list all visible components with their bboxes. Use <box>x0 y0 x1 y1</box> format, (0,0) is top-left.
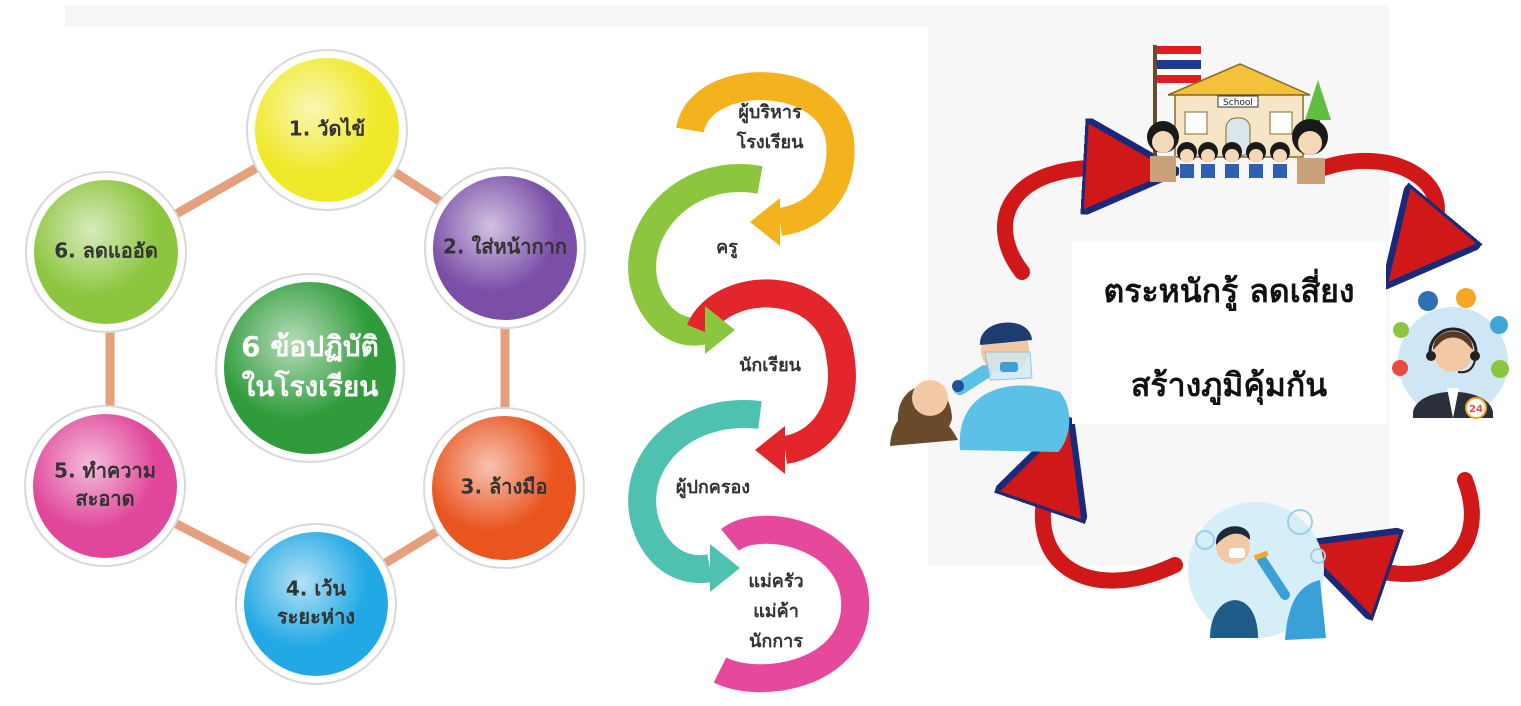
practice-label: 3. ล้างมือ <box>461 475 548 499</box>
practices-center-node: 6 ข้อปฏิบัติในโรงเรียน <box>215 273 405 463</box>
school-icon: School <box>1147 45 1331 184</box>
chain-arc-2 <box>628 164 763 346</box>
chain-arc-1 <box>676 72 855 236</box>
chain-arrowhead-3 <box>755 426 785 474</box>
message-line-1: ตระหนักรู้ ลดเสี่ยง <box>1103 272 1355 310</box>
practice-node-6: 6. ลดแออัด <box>25 171 187 333</box>
call-center-icon: 24 <box>1392 288 1509 419</box>
arrow-top-left <box>997 168 1115 280</box>
arrow-top-right <box>1310 153 1437 238</box>
practices-center-label: 6 ข้อปฏิบัติ <box>241 330 379 363</box>
practice-node-1: 1. วัดไข้ <box>246 49 408 211</box>
chain-label-5: นักการ <box>749 631 803 652</box>
practices-diagram: 6 ข้อปฏิบัติในโรงเรียน 1. วัดไข้ 2. ใส่หน… <box>24 49 586 685</box>
call-center-24-badge: 24 <box>1469 404 1483 415</box>
chain-arc-4 <box>628 399 762 583</box>
practice-label: สะอาด <box>75 487 134 511</box>
practice-node-3: 3. ล้างมือ <box>423 407 585 569</box>
chain-label-5: แม่ค้า <box>753 601 799 622</box>
arrow-bottom-right <box>1358 472 1480 574</box>
arrow-bottom-left <box>1043 478 1183 589</box>
practice-label: 5. ทำความ <box>54 459 156 483</box>
practice-label: ระยะห่าง <box>277 605 355 629</box>
message-line-2: สร้างภูมิคุ้มกัน <box>1130 366 1328 404</box>
nasal-swab-icon <box>890 322 1070 452</box>
practice-label: 4. เว้น <box>286 577 347 601</box>
chain-arrowhead-4 <box>710 544 740 592</box>
school-sign: School <box>1223 98 1253 108</box>
practice-label: 1. วัดไข้ <box>289 117 365 141</box>
chain-label-5: แม่ครัว <box>748 571 803 592</box>
chain-label-2: ครู <box>716 237 738 259</box>
chain-label-1: ผู้บริหาร <box>738 102 802 124</box>
stakeholder-chain: ผู้บริหารโรงเรียนครูนักเรียนผู้ปกครองแม่… <box>628 72 870 693</box>
practice-label: 2. ใส่หน้ากาก <box>443 235 567 259</box>
chain-label-1: โรงเรียน <box>736 131 804 153</box>
chain-label-4: ผู้ปกครอง <box>676 477 750 499</box>
message-box: ตระหนักรู้ ลดเสี่ยง สร้างภูมิคุ้มกัน <box>1072 242 1386 424</box>
awareness-cycle: School <box>890 45 1509 640</box>
practice-label: 6. ลดแออัด <box>54 239 158 263</box>
practice-node-2: 2. ใส่หน้ากาก <box>424 167 586 329</box>
chain-arrowhead-2 <box>705 306 735 354</box>
chain-arc-3 <box>687 279 856 464</box>
chain-arrowhead-1 <box>750 198 780 246</box>
practices-center-label: ในโรงเรียน <box>242 369 379 403</box>
chain-arc-5 <box>713 515 870 693</box>
chain-label-3: นักเรียน <box>739 355 802 376</box>
vaccination-icon <box>1188 502 1326 640</box>
